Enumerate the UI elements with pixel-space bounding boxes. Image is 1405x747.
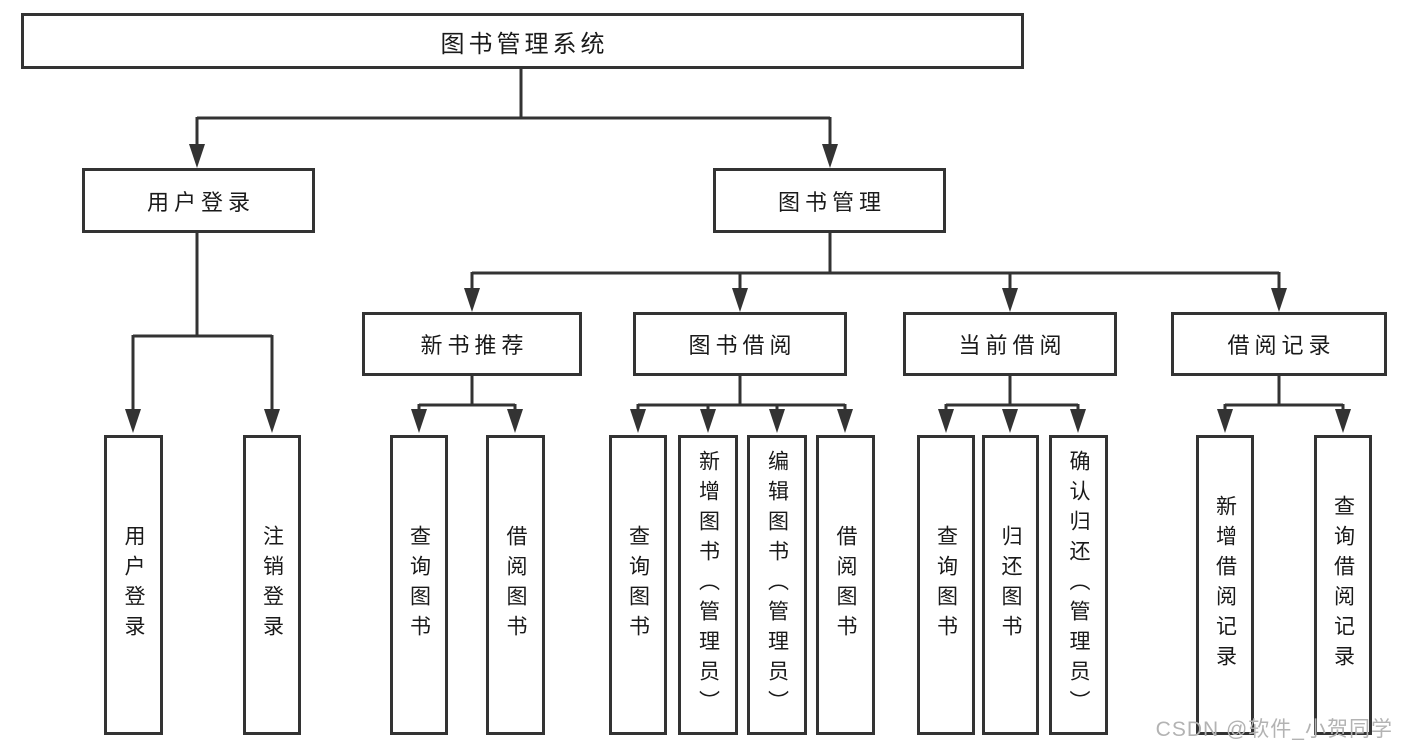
node-book-management-label: 图书管理 (777, 189, 886, 215)
arrowhead-icon (938, 409, 954, 433)
connector-borrow-to-leaves (636, 376, 847, 414)
leaf-edit-book-admin: 编辑图书（管理员） (747, 435, 807, 735)
arrowhead-icon (264, 409, 280, 433)
arrowhead-icon (189, 144, 205, 168)
node-borrow-record: 借阅记录 (1171, 312, 1387, 376)
leaf-add-book-admin: 新增图书（管理员） (678, 435, 738, 735)
arrowhead-icon (630, 409, 646, 433)
leaf-user-login-label: 用户登录 (122, 525, 145, 645)
leaf-edit-book-admin-label: 编辑图书（管理员） (765, 450, 789, 720)
leaf-confirm-return-admin-label: 确认归还（管理员） (1067, 450, 1090, 720)
arrowhead-icon (769, 409, 785, 433)
arrowheads (125, 144, 1351, 433)
node-borrow-record-label: 借阅记录 (1227, 333, 1336, 358)
leaf-current-query-book-label: 查询图书 (934, 525, 958, 645)
leaf-recommend-query-book-label: 查询图书 (407, 525, 431, 645)
leaf-logout-login: 注销登录 (243, 435, 301, 735)
connector-lines (131, 69, 1345, 414)
leaf-current-query-book: 查询图书 (917, 435, 975, 735)
leaf-query-borrow-record: 查询借阅记录 (1314, 435, 1372, 735)
arrowhead-icon (1070, 409, 1086, 433)
leaf-borrow-query-book: 查询图书 (609, 435, 667, 735)
leaf-borrow-borrow-book: 借阅图书 (816, 435, 875, 735)
arrowhead-icon (464, 288, 480, 312)
leaf-borrow-borrow-book-label: 借阅图书 (834, 525, 857, 645)
leaf-query-borrow-record-label: 查询借阅记录 (1331, 495, 1355, 675)
leaf-recommend-borrow-book: 借阅图书 (486, 435, 545, 735)
leaf-user-login: 用户登录 (104, 435, 163, 735)
connector-record-to-leaves (1223, 376, 1345, 414)
arrowhead-icon (700, 409, 716, 433)
arrowhead-icon (1271, 288, 1287, 312)
leaf-recommend-borrow-book-label: 借阅图书 (504, 525, 527, 645)
connector-recommend-to-leaves (417, 376, 517, 414)
leaf-borrow-query-book-label: 查询图书 (626, 525, 650, 645)
arrowhead-icon (1217, 409, 1233, 433)
leaf-add-book-admin-label: 新增图书（管理员） (696, 450, 720, 720)
node-user-login: 用户登录 (82, 168, 315, 233)
connector-book-management-to-level3 (470, 233, 1281, 291)
arrowhead-icon (822, 144, 838, 168)
leaf-recommend-query-book: 查询图书 (390, 435, 448, 735)
arrowhead-icon (1335, 409, 1351, 433)
node-new-book-recommend: 新书推荐 (362, 312, 582, 376)
arrowhead-icon (1002, 409, 1018, 433)
leaf-add-borrow-record: 新增借阅记录 (1196, 435, 1254, 735)
node-book-borrow: 图书借阅 (633, 312, 847, 376)
connector-user-login-to-leaves (131, 233, 274, 413)
node-current-borrow-label: 当前借阅 (958, 333, 1067, 358)
leaf-logout-login-label: 注销登录 (260, 525, 284, 645)
arrowhead-icon (837, 409, 853, 433)
arrowhead-icon (411, 409, 427, 433)
connector-root-to-level2 (195, 69, 832, 147)
node-new-book-recommend-label: 新书推荐 (420, 333, 529, 358)
node-current-borrow: 当前借阅 (903, 312, 1117, 376)
node-book-management: 图书管理 (713, 168, 946, 233)
arrowhead-icon (125, 409, 141, 433)
node-root: 图书管理系统 (21, 13, 1024, 69)
leaf-return-book-label: 归还图书 (999, 525, 1022, 645)
connector-current-to-leaves (944, 376, 1080, 414)
arrowhead-icon (732, 288, 748, 312)
node-book-borrow-label: 图书借阅 (688, 333, 797, 358)
node-user-login-label: 用户登录 (146, 189, 255, 215)
leaf-add-borrow-record-label: 新增借阅记录 (1213, 495, 1237, 675)
leaf-return-book: 归还图书 (982, 435, 1039, 735)
node-root-label: 图书管理系统 (440, 30, 609, 58)
leaf-confirm-return-admin: 确认归还（管理员） (1049, 435, 1108, 735)
arrowhead-icon (507, 409, 523, 433)
arrowhead-icon (1002, 288, 1018, 312)
